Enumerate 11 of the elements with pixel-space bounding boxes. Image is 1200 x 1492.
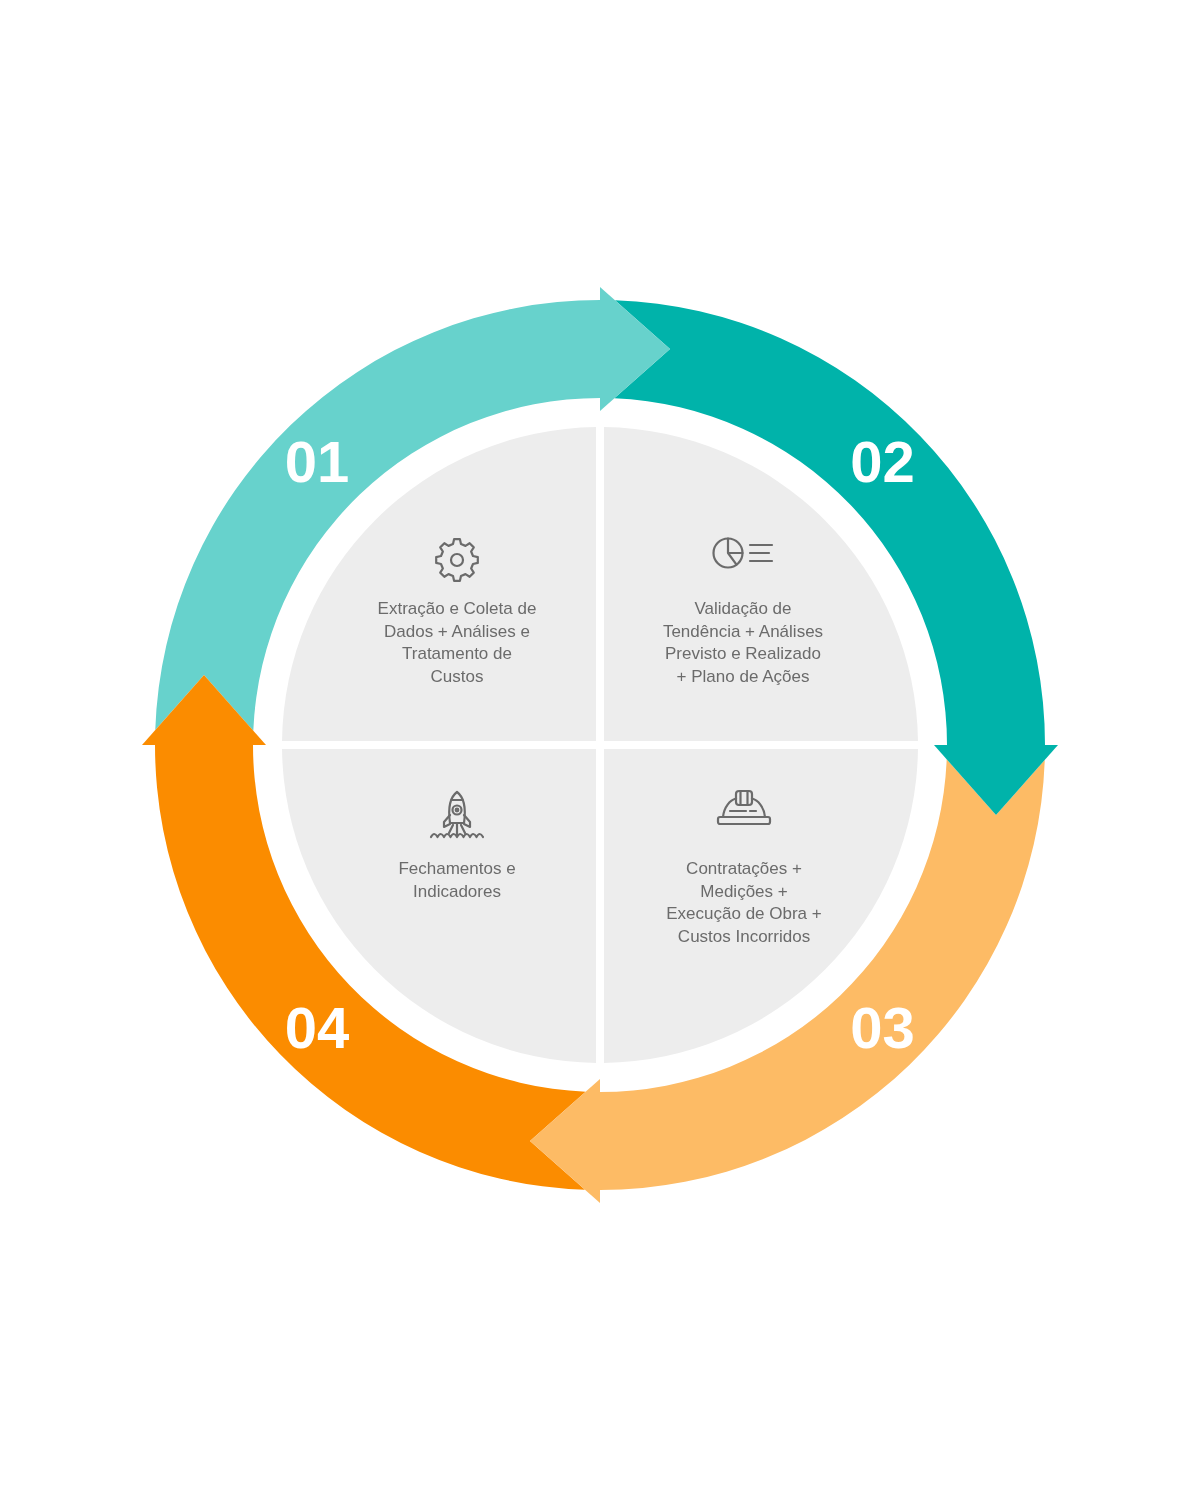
arrowhead xyxy=(934,745,1058,815)
step-number: 03 xyxy=(850,998,915,1057)
step-description: Fechamentos e Indicadores xyxy=(397,858,517,903)
step-description: Contratações + Medições + Execução de Obra + Custos Incorridos xyxy=(665,858,823,948)
step-number: 01 xyxy=(284,433,350,492)
step-description: Extração e Coleta de Dados + Análises e Tratamento de Custos xyxy=(377,598,537,688)
arrowhead xyxy=(142,675,266,745)
step-description: Validação de Tendência + Análises Previsto e Realizado + Plano de Ações xyxy=(661,598,825,688)
step-number: 02 xyxy=(850,433,915,492)
arrowhead xyxy=(530,1079,600,1203)
step-number: 04 xyxy=(284,998,350,1057)
